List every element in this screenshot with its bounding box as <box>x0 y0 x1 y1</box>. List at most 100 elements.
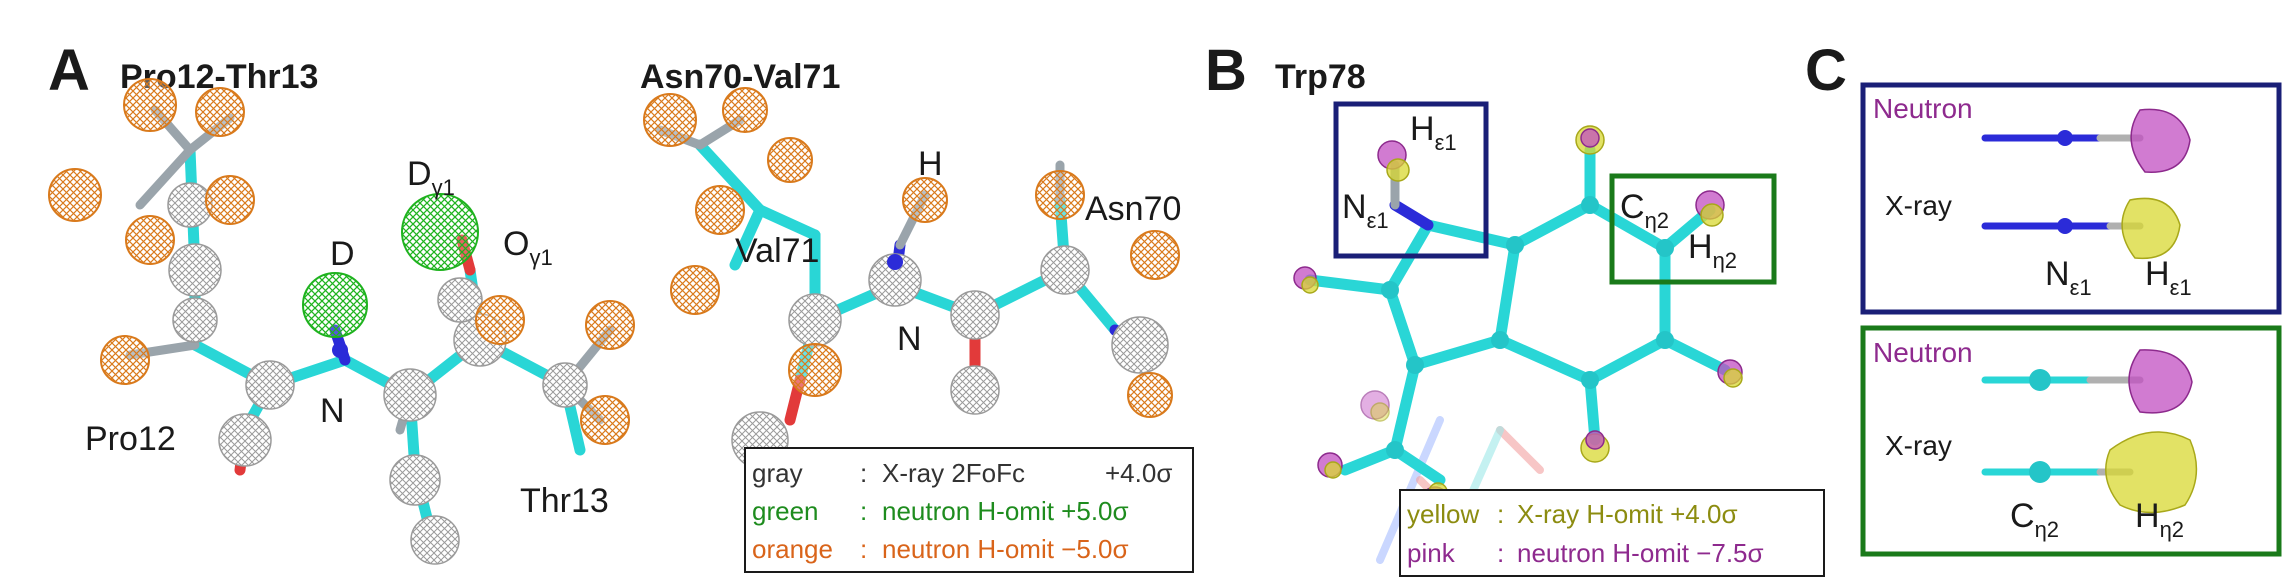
neutron-omit-negative-mesh <box>580 395 630 445</box>
xray-2fofc-mesh <box>437 277 483 323</box>
xray-2fofc-mesh <box>167 182 213 228</box>
neutron-omit-negative-mesh <box>48 168 102 222</box>
xray-density-h-epsilon1 <box>2121 197 2181 260</box>
xray-omit-blob <box>1723 368 1743 388</box>
neutron-omit-negative-mesh <box>123 78 177 132</box>
density-blob-pair <box>1317 452 1343 479</box>
indole-bond <box>1584 334 1671 386</box>
legend-row-yellow: yellow:X-ray H-omit +4.0σ <box>1407 499 1738 529</box>
neutron-omit-negative-mesh-h <box>902 177 948 223</box>
xray-2fofc-mesh <box>1111 316 1169 374</box>
panel-b: B Trp78 <box>1205 38 1825 577</box>
carbon-atom <box>2029 461 2051 483</box>
xray-omit-blob <box>1324 461 1342 479</box>
density-blob-pair <box>1575 125 1605 155</box>
label-neutron-top: Neutron <box>1873 93 1973 124</box>
xray-2fofc-mesh <box>410 515 460 565</box>
indole-bond <box>1422 219 1521 251</box>
n-epsilon1-highlight-box <box>1333 101 1489 259</box>
neutron-omit-negative-mesh <box>100 335 150 385</box>
label-h: H <box>918 145 943 183</box>
nitrogen-atom <box>2057 218 2073 234</box>
indole-bond <box>1409 334 1506 371</box>
panel-c-bottom-box <box>1860 325 2282 557</box>
indole-bond <box>1494 239 1521 346</box>
indole-bond <box>1384 284 1421 371</box>
legend-row-green: green:neutron H-omit +5.0σ <box>752 496 1129 526</box>
legend-box <box>744 447 1194 573</box>
label-h-epsilon1: Hε1 <box>1410 110 1457 155</box>
amide-nitrogen-atom <box>887 254 903 270</box>
panel-letter-a: A <box>48 38 90 103</box>
ch-bond <box>1304 274 1396 296</box>
xray-2fofc-mesh <box>1040 245 1090 295</box>
asn70-val71-model <box>643 87 1180 469</box>
xray-2fofc-mesh <box>389 454 441 506</box>
label-h-eta2-c: Hη2 <box>2135 497 2184 542</box>
panel-a: A Pro12-Thr13 Asn70-Val71 <box>48 38 1194 573</box>
panel-b-title: Trp78 <box>1275 58 1366 96</box>
panel-letter-c: C <box>1805 38 1847 103</box>
carbon-atom <box>1656 331 1674 349</box>
label-n-epsilon1: Nε1 <box>1342 188 1389 233</box>
xray-omit-blob <box>1700 203 1724 227</box>
indole-bond <box>1494 334 1596 386</box>
amide-nitrogen-atom <box>332 342 348 358</box>
density-blob-pair <box>1695 190 1725 227</box>
label-h-epsilon1-c: Hε1 <box>2145 255 2192 300</box>
legend-row-pink: pink:neutron H-omit −7.5σ <box>1407 538 1764 568</box>
xray-2fofc-mesh <box>950 365 1000 415</box>
xray-2fofc-mesh <box>168 243 222 297</box>
carbon-atom <box>1406 356 1424 374</box>
neutron-omit-positive-mesh-d-gamma1 <box>401 193 479 271</box>
carbon-atom <box>2029 369 2051 391</box>
label-asn70: Asn70 <box>1085 190 1181 228</box>
density-blob-pair <box>1377 140 1410 182</box>
label-d-gamma1: Dγ1 <box>407 155 455 200</box>
density-blob-pair <box>1580 430 1610 463</box>
carbon-atom-c-eta2 <box>1656 239 1674 257</box>
ch-bond <box>1584 374 1601 446</box>
carbon-atom <box>1581 371 1599 389</box>
label-n-epsilon1-c: Nε1 <box>2045 255 2092 300</box>
neutron-density-h-eta2 <box>2128 349 2193 414</box>
hydrogen-bond-stub <box>135 145 195 210</box>
carbon-atom <box>1491 331 1509 349</box>
panel-letter-b: B <box>1205 38 1247 103</box>
density-blob-pair <box>1293 266 1319 294</box>
carbon-atom <box>1381 281 1399 299</box>
neutron-omit-negative-mesh <box>788 343 842 397</box>
bond <box>694 139 766 216</box>
neutron-omit-blob <box>1585 430 1605 450</box>
label-xray-top: X-ray <box>1885 190 1952 221</box>
label-xray-bottom: X-ray <box>1885 430 1952 461</box>
pro12-thr13-model <box>48 78 635 565</box>
density-blob-pair <box>1360 390 1390 422</box>
neutron-omit-negative-mesh <box>643 93 697 147</box>
legend-row-gray: gray:X-ray 2FoFc+4.0σ <box>752 458 1172 488</box>
label-neutron-bottom: Neutron <box>1873 337 1973 368</box>
ch-bond <box>1659 334 1731 376</box>
label-c-eta2: Cη2 <box>1620 188 1669 233</box>
xray-omit-blob <box>1301 276 1319 294</box>
indole-bond <box>1584 199 1671 254</box>
xray-2fofc-mesh <box>383 368 437 422</box>
label-val71: Val71 <box>735 232 819 270</box>
legend-row-orange: orange:neutron H-omit −5.0σ <box>752 534 1129 564</box>
carbon-atom <box>1506 236 1524 254</box>
neutron-omit-blob <box>1580 128 1600 148</box>
xray-2fofc-mesh <box>218 413 272 467</box>
panel-c-top-box <box>1860 82 2282 315</box>
neutron-omit-negative-mesh <box>767 137 813 183</box>
neutron-density-h-epsilon1 <box>2130 108 2191 173</box>
xray-density-h-eta2 <box>2105 431 2198 514</box>
bond <box>754 204 821 241</box>
neutron-omit-negative-mesh <box>1035 170 1085 220</box>
neutron-omit-positive-mesh-d <box>302 272 368 338</box>
nitrogen-bond <box>1389 199 1434 231</box>
label-o-gamma1: Oγ1 <box>503 225 553 270</box>
label-c-eta2-c: Cη2 <box>2010 497 2059 542</box>
xray-2fofc-mesh <box>245 360 295 410</box>
bond <box>729 204 766 271</box>
